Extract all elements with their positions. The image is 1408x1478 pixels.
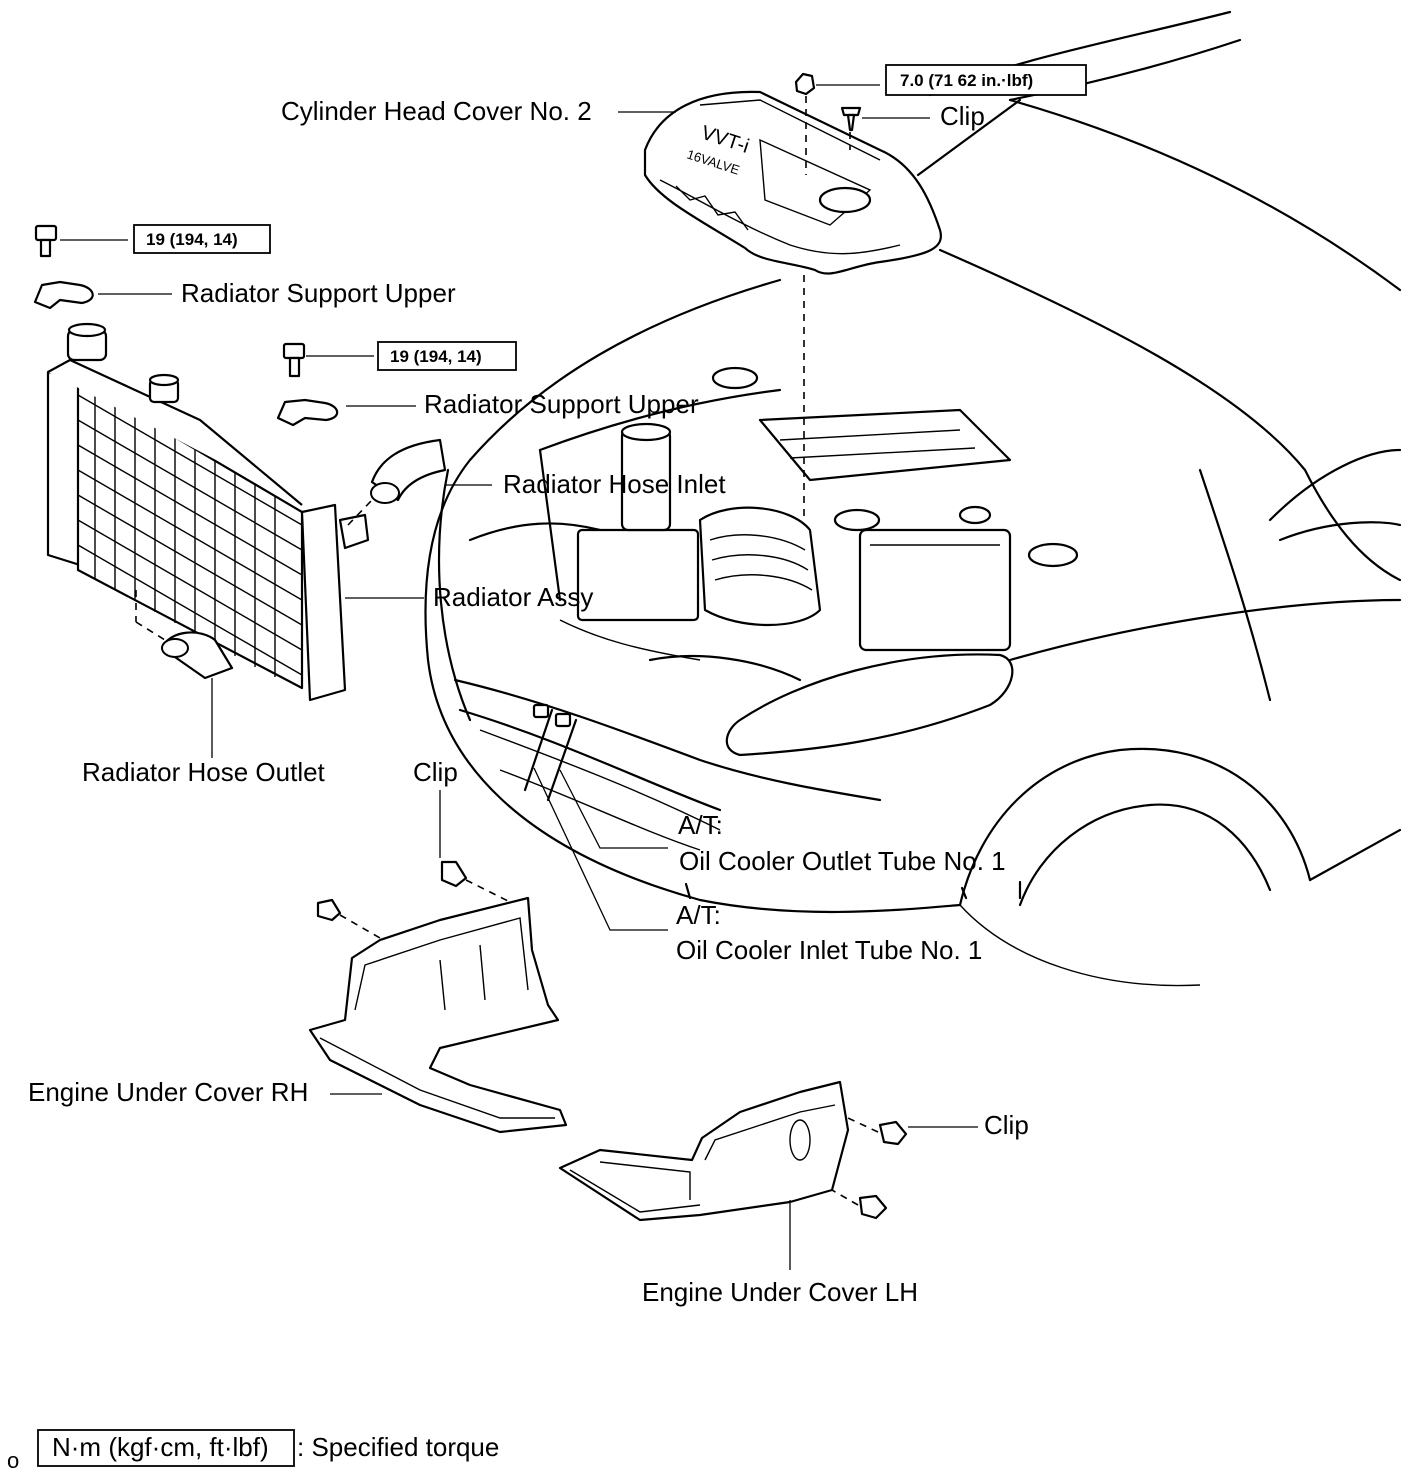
clip-icon-top [840,106,862,132]
bolt-icon-support-1 [34,224,58,258]
bolt-icon-support-2 [282,342,306,378]
label-radiator-assy: Radiator Assy [433,582,593,612]
engine-under-cover-lh-part [558,1080,850,1222]
line-fragments [684,880,1022,900]
label-clip-top: Clip [940,101,985,131]
engine-under-cover-rh-part [308,896,568,1134]
clip-icon-rh-cover [316,898,342,922]
label-engine-under-cover-lh: Engine Under Cover LH [642,1277,918,1307]
label-engine-under-cover-rh: Engine Under Cover RH [28,1077,308,1107]
clip-icon-mid [440,860,468,888]
dashed-assembly-lines [135,96,879,1206]
radiator-support-upper-2-part [276,398,339,427]
radiator-hose-inlet-part [370,438,447,504]
label-at-1: A/T: [678,810,723,840]
label-at-2: A/T: [676,900,721,930]
label-radiator-hose-outlet: Radiator Hose Outlet [82,757,326,787]
label-oil-cooler-outlet-tube: Oil Cooler Outlet Tube No. 1 [679,846,1006,876]
leader-lines [60,84,978,1270]
label-clip-mid: Clip [413,757,458,787]
torque-value-cover: 7.0 (71 62 in.·lbf) [900,71,1033,90]
legend-box-text: N·m (kgf·cm, ft·lbf) [52,1432,269,1462]
label-radiator-support-upper-1: Radiator Support Upper [181,278,456,308]
cylinder-head-cover-part: VVT-i 16VALVE [643,90,942,275]
clip-icon-right [878,1120,908,1146]
clip-icon-lh-cover [858,1194,888,1220]
label-radiator-support-upper-2: Radiator Support Upper [424,389,699,419]
label-oil-cooler-inlet-tube: Oil Cooler Inlet Tube No. 1 [676,935,982,965]
torque-value-support-2: 19 (194, 14) [390,347,482,366]
label-radiator-hose-inlet: Radiator Hose Inlet [503,469,726,499]
label-cylinder-head-cover: Cylinder Head Cover No. 2 [281,96,592,126]
vehicle-body [424,10,1402,987]
radiator-part [46,322,370,702]
label-clip-right: Clip [984,1110,1029,1140]
bolt-icon-cover [794,72,816,96]
legend-corner-mark: o [7,1448,19,1473]
radiator-support-upper-1-part [33,280,94,310]
radiator-hose-outlet-part [160,631,234,680]
torque-legend: o N·m (kgf·cm, ft·lbf) : Specified torqu… [7,1429,499,1473]
legend-description: : Specified torque [297,1432,499,1462]
torque-box-support-2 [377,341,517,371]
torque-value-support-1: 19 (194, 14) [146,230,238,249]
oil-cooler-tubes-part [523,703,578,802]
torque-box-cover [885,64,1087,96]
torque-box-support-1 [133,224,271,254]
legend-box [37,1429,295,1467]
